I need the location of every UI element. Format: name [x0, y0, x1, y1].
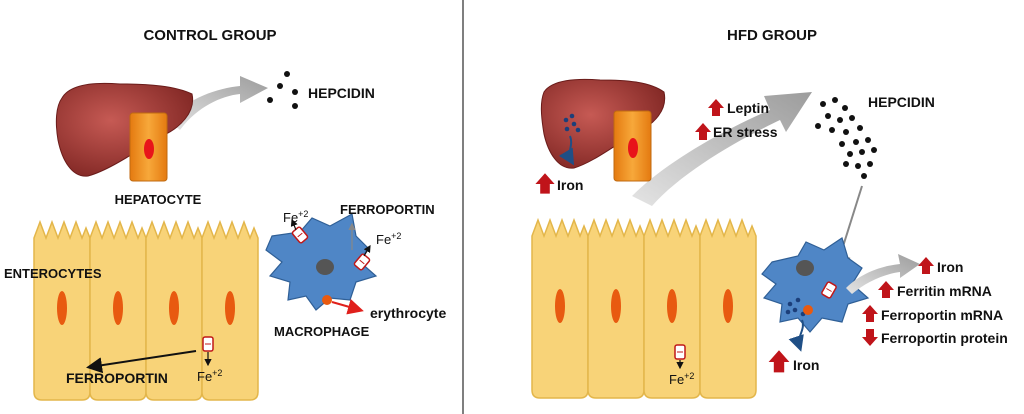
erythrocyte-arrow — [331, 299, 364, 315]
mac-ferroportin-label: FERROPORTIN — [340, 202, 435, 217]
macrophage-label: MACROPHAGE — [274, 324, 370, 339]
liver — [55, 82, 194, 177]
liver-iron-up-icon — [535, 173, 555, 194]
hfd-enterocytes — [531, 219, 757, 399]
effect-ferroportin-protein-label: Ferroportin protein — [881, 330, 1008, 346]
hfd-hepcidin-dots — [815, 97, 877, 179]
hfd-panel: HFD GROUP Leptin ER stress HEPCIDIN — [531, 27, 1008, 399]
hfd-macrophage — [761, 237, 870, 333]
control-hepcidin-label: HEPCIDIN — [308, 85, 375, 101]
ferroportin-pointer-arrow — [86, 350, 197, 374]
liver-iron-arrow — [558, 135, 575, 166]
enterocytes-label: ENTEROCYTES — [4, 266, 102, 281]
hfd-hepcidin-label: HEPCIDIN — [868, 94, 935, 110]
effect-ferritin-label: Ferritin mRNA — [897, 283, 992, 299]
mac-fe-right-label: Fe+2 — [376, 231, 401, 247]
effect-iron-up-icon — [918, 257, 934, 274]
effect-ferroportin-mrna-label: Ferroportin mRNA — [881, 307, 1003, 323]
control-fe-gut-label: Fe+2 — [197, 368, 222, 384]
control-title: CONTROL GROUP — [143, 27, 276, 44]
effect-iron-label: Iron — [937, 259, 963, 275]
liver-iron-label: Iron — [557, 177, 583, 193]
mac-fe-left-label: Fe+2 — [283, 209, 308, 225]
effect-ferroportin-protein-down-icon — [862, 329, 878, 346]
mac-iron-label: Iron — [793, 357, 819, 373]
erythrocyte-label: erythrocyte — [370, 305, 446, 321]
hfd-fe-gut-label: Fe+2 — [669, 371, 694, 387]
hepcidin-secretion-arrow — [168, 76, 268, 130]
hepatocyte-label: HEPATOCYTE — [115, 192, 202, 207]
er-stress-label: ER stress — [713, 124, 778, 140]
control-ferroportin-label: FERROPORTIN — [66, 370, 168, 386]
liver-iron-dots — [563, 113, 581, 133]
effect-ferritin-up-icon — [878, 281, 894, 298]
effects-arrow — [846, 254, 920, 294]
hfd-macrophage-nucleus — [796, 260, 814, 276]
er-stress-up-icon — [695, 123, 711, 140]
effect-ferroportin-mrna-up-icon — [862, 305, 878, 322]
hfd-macrophage-orange-dot — [803, 305, 813, 315]
macrophage-nucleus — [316, 259, 334, 275]
macrophage-iron-arrow — [788, 319, 804, 352]
hfd-enterocyte-ferroportin-icon — [674, 344, 686, 360]
hfd-hepatocyte-nucleus — [628, 138, 638, 158]
control-panel: CONTROL GROUP HEPCIDIN HEPATOCYTE ENTERO… — [4, 27, 446, 401]
leptin-label: Leptin — [727, 100, 769, 116]
hfd-hepcidin-arrow — [632, 92, 812, 206]
macrophage-iron-dots — [785, 297, 806, 317]
macrophage-iron-dot — [322, 295, 332, 305]
hfd-title: HFD GROUP — [727, 27, 817, 44]
hepatocyte-nucleus — [144, 139, 154, 159]
mac-iron-up-icon — [768, 350, 790, 373]
leptin-up-icon — [708, 99, 724, 116]
hepcidin-dots — [267, 71, 298, 109]
enterocyte-ferroportin-icon — [202, 336, 214, 352]
